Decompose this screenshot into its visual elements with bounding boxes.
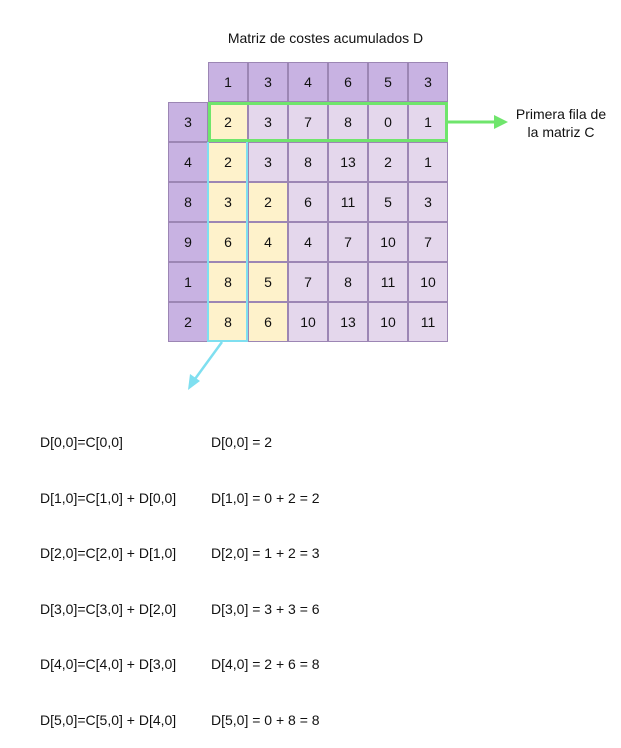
matrix-cell: 2 (368, 142, 408, 182)
matrix-cell: 10 (368, 302, 408, 342)
matrix-cell: 8 (328, 102, 368, 142)
formulas-right: D[0,0] = 2 D[1,0] = 0 + 2 = 2 D[2,0] = 1… (211, 396, 320, 748)
header-row-cell: 3 (408, 62, 448, 102)
formula-left-line: D[0,0]=C[0,0] (40, 434, 123, 450)
formula-right-line: D[1,0] = 0 + 2 = 2 (211, 489, 320, 506)
matrix-cell: 5 (248, 262, 288, 302)
header-row-cell: 4 (288, 62, 328, 102)
matrix-cell: 3 (248, 102, 288, 142)
matrix-cell: 3 (408, 182, 448, 222)
matrix-cell: 4 (288, 222, 328, 262)
matrix-cell: 4 (248, 222, 288, 262)
matrix-cell: 11 (328, 182, 368, 222)
matrix-cell: 13 (328, 302, 368, 342)
formula-left-line: D[4,0]=C[4,0] + D[3,0] (40, 656, 177, 672)
matrix-cell: 2 (248, 182, 288, 222)
matrix-cell: 7 (288, 262, 328, 302)
first-row-label-line-2: la matriz C (527, 124, 595, 140)
matrix-cell: 10 (288, 302, 328, 342)
matrix-cell: 6 (288, 182, 328, 222)
matrix-cell: 13 (328, 142, 368, 182)
formula-right-line: D[5,0] = 0 + 8 = 8 (211, 711, 320, 728)
formula-left-line: D[5,0]=C[5,0] + D[4,0] (40, 711, 177, 728)
formula-right-line: D[0,0] = 2 (211, 434, 273, 450)
formula-right-line: D[3,0] = 3 + 3 = 6 (211, 600, 320, 617)
formula-right-line: D[2,0] = 1 + 2 = 3 (211, 545, 320, 561)
matrix-cell: 3 (248, 142, 288, 182)
cyan-arrow (188, 341, 224, 390)
formula-left-line: D[3,0]=C[3,0] + D[2,0] (40, 600, 177, 617)
matrix-cell: 8 (328, 262, 368, 302)
arrows (188, 115, 508, 390)
green-arrow (448, 115, 508, 129)
formula-right-line: D[4,0] = 2 + 6 = 8 (211, 656, 320, 672)
matrix-cell: 10 (408, 262, 448, 302)
header-col-cell: 3 (168, 102, 208, 142)
header-row-cell: 5 (368, 62, 408, 102)
header-col-cell: 8 (168, 182, 208, 222)
matrix-cell: 7 (328, 222, 368, 262)
matrix-cell: 7 (408, 222, 448, 262)
header-row-cell: 3 (248, 62, 288, 102)
matrix-cell: 11 (368, 262, 408, 302)
first-row-label: Primera fila de la matriz C (508, 105, 614, 141)
diagram-title: Matriz de costes acumulados D (227, 30, 424, 46)
matrix-cell: 10 (368, 222, 408, 262)
header-row-cell: 6 (328, 62, 368, 102)
header-row-cell: 1 (208, 62, 248, 102)
matrix-cell: 6 (248, 302, 288, 342)
formula-left-line: D[2,0]=C[2,0] + D[1,0] (40, 545, 177, 561)
matrix-cell: 0 (368, 102, 408, 142)
header-col-cell: 1 (168, 262, 208, 302)
formulas-left: D[0,0]=C[0,0] D[1,0]=C[1,0] + D[0,0] D[2… (40, 396, 176, 748)
header-col-cell: 9 (168, 222, 208, 262)
formula-left-line: D[1,0]=C[1,0] + D[0,0] (40, 489, 177, 506)
matrix-cell: 11 (408, 302, 448, 342)
matrix-cell: 5 (368, 182, 408, 222)
matrix-cell: 2 (208, 102, 248, 142)
matrix-cell: 8 (288, 142, 328, 182)
matrix-cell: 8 (208, 302, 248, 342)
matrix-cell: 1 (408, 142, 448, 182)
first-row-label-line-1: Primera fila de (515, 106, 607, 122)
